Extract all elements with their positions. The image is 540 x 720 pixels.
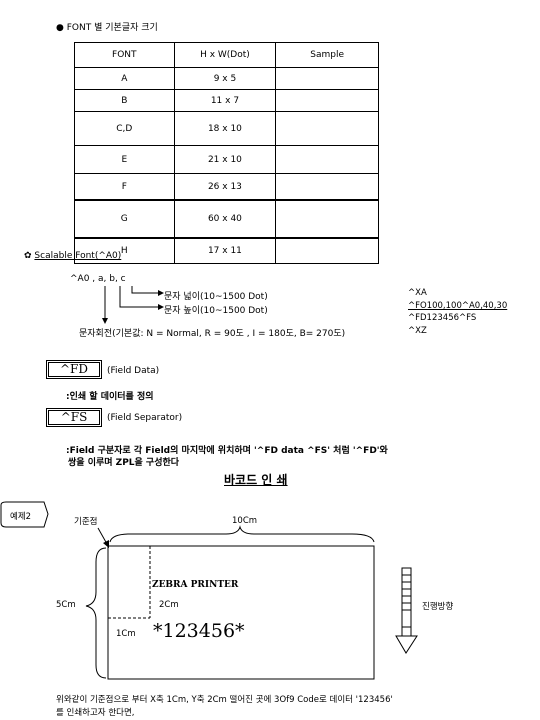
- barcode-section-title: 바코드 인 쇄: [224, 473, 288, 487]
- bullet-icon: ●: [56, 23, 64, 33]
- sample-cell: [275, 111, 379, 146]
- scalable-title: Scalable Font(^A0): [34, 251, 122, 261]
- sample-cell: [275, 237, 379, 264]
- sample-cell: [275, 173, 379, 201]
- table-row: C,D 18 x 10: [74, 111, 379, 146]
- char-width-label: 문자 높이(10~1500 Dot): [164, 306, 268, 316]
- font-size-table: FONT H x W(Dot) Sample A 9 x 5 B 11 x 7 …: [74, 42, 379, 264]
- sample-cell: [275, 145, 379, 174]
- direction-label: 진행방향: [422, 602, 454, 612]
- height-label: 5Cm: [56, 600, 76, 610]
- table-row: H 17 x 11: [74, 237, 379, 264]
- size-cell: 17 x 11: [173, 237, 277, 264]
- code-line: ^XA: [408, 288, 427, 298]
- y-offset-label: 2Cm: [159, 600, 179, 610]
- footer-line1: 위와같이 기준점으로 부터 X축 1Cm, Y축 2Cm 떨어진 곳에 3Of9…: [56, 695, 393, 705]
- char-height-label: 문자 넓이(10~1500 Dot): [164, 292, 268, 302]
- sample-cell: [275, 67, 379, 90]
- scalable-command: ^A0 , a, b, c: [70, 274, 126, 284]
- fs-note-line1: :Field 구분자로 각 Field의 마지막에 위치하며 '^FD data…: [66, 446, 388, 456]
- parameter-arrows: [102, 286, 164, 324]
- font-size-heading: ● FONT 별 기본글자 크기: [56, 20, 158, 33]
- size-cell: 18 x 10: [173, 111, 277, 146]
- fs-note-line2: 쌍을 이루며 ZPL을 구성한다: [68, 458, 180, 468]
- fd-note: :인쇄 할 데이터를 정의: [66, 392, 154, 402]
- printer-text: ZEBRA PRINTER: [152, 580, 239, 590]
- size-cell: 11 x 7: [173, 89, 277, 112]
- example-tag: 예제2: [10, 512, 32, 522]
- font-cell: C,D: [74, 111, 175, 146]
- fd-command-label: ^FD: [48, 362, 100, 377]
- fs-command-box: ^FS: [46, 408, 102, 427]
- example-tag-shape: [0, 501, 49, 528]
- fd-command-box: ^FD: [46, 360, 102, 379]
- origin-label: 기준점: [74, 517, 98, 527]
- font-cell: F: [74, 173, 175, 201]
- font-cell: H: [74, 237, 175, 264]
- table-row: G 60 x 40: [74, 199, 379, 239]
- size-cell: 26 x 13: [173, 173, 277, 201]
- code-line: ^FD123456^FS: [408, 313, 477, 323]
- table-row: E 21 x 10: [74, 145, 379, 174]
- label-layout-diagram: [85, 525, 418, 680]
- col-header-size: H x W(Dot): [173, 42, 277, 68]
- sample-cell: [275, 199, 379, 239]
- code-line: ^XZ: [408, 325, 427, 336]
- font-cell: E: [74, 145, 175, 174]
- code-line: ^FO100,100^A0,40,30: [408, 300, 508, 311]
- zpl-code-sample: ^XA ^FO100,100^A0,40,30 ^FD123456^FS ^XZ: [408, 287, 507, 337]
- flower-icon: ✿: [24, 251, 32, 261]
- col-header-font: FONT: [74, 42, 175, 68]
- scalable-heading: ✿ Scalable Font(^A0): [24, 251, 121, 261]
- table-row: A 9 x 5: [74, 67, 379, 90]
- rotation-label: 문자회전(기본값: N = Normal, R = 90도 , I = 180도…: [79, 329, 346, 339]
- fd-description: (Field Data): [107, 366, 160, 376]
- footer-line2: 를 인쇄하고자 한다면,: [56, 708, 135, 718]
- fs-description: (Field Separator): [107, 413, 183, 423]
- col-header-sample: Sample: [275, 42, 379, 68]
- font-cell: A: [74, 67, 175, 90]
- font-cell: G: [74, 199, 175, 239]
- table-header-row: FONT H x W(Dot) Sample: [74, 42, 379, 68]
- fs-command-label: ^FS: [48, 410, 100, 425]
- font-cell: B: [74, 89, 175, 112]
- table-row: F 26 x 13: [74, 173, 379, 201]
- size-cell: 21 x 10: [173, 145, 277, 174]
- x-offset-label: 1Cm: [116, 629, 136, 639]
- font-size-title: FONT 별 기본글자 크기: [66, 23, 158, 33]
- table-row: B 11 x 7: [74, 89, 379, 112]
- sample-cell: [275, 89, 379, 112]
- size-cell: 9 x 5: [173, 67, 277, 90]
- size-cell: 60 x 40: [173, 199, 277, 239]
- width-label: 10Cm: [232, 516, 258, 526]
- barcode-text: *123456*: [153, 620, 245, 642]
